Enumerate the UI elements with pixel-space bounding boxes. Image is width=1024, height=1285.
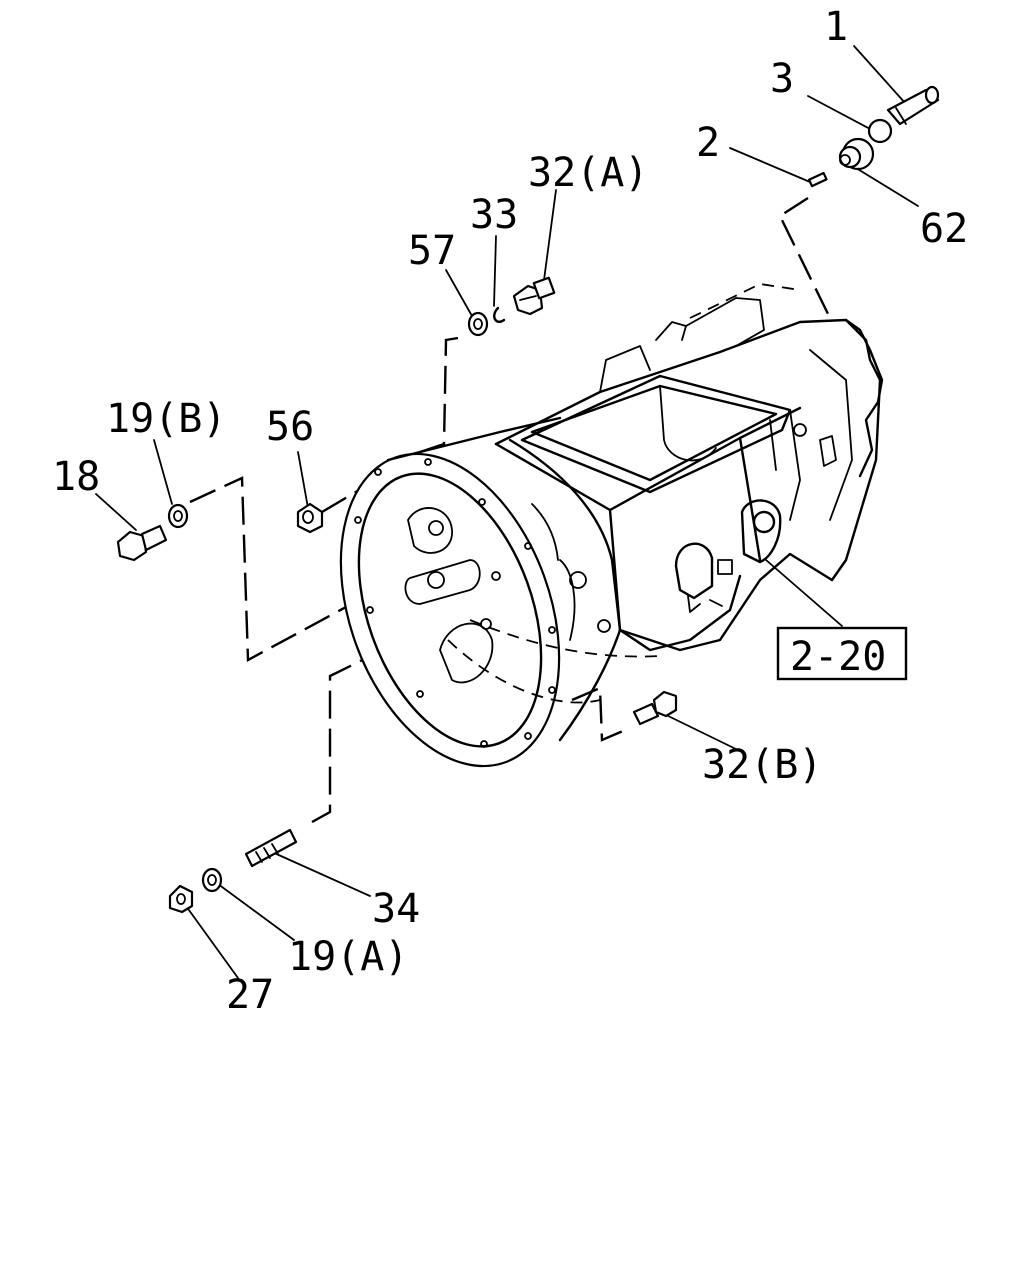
flange-bolt-holes (354, 458, 556, 748)
part-19a-washer[interactable] (201, 867, 223, 893)
part-33-clip[interactable] (493, 306, 506, 323)
part-56-nut[interactable] (296, 502, 324, 534)
part-57-washer[interactable] (467, 311, 489, 337)
part-34-stud[interactable] (244, 828, 298, 868)
callout-19b: 19(B) (106, 396, 226, 442)
callout-32a: 32(A) (528, 150, 648, 196)
callout-62: 62 (920, 206, 968, 252)
part-27-nut[interactable] (168, 884, 194, 914)
callout-2: 2 (696, 120, 720, 166)
part-1-fitting[interactable] (886, 85, 940, 126)
part-62-plug[interactable] (838, 137, 875, 171)
callout-27: 27 (226, 972, 274, 1018)
callout-19a: 19(A) (288, 934, 408, 980)
part-32b-bolt[interactable] (632, 690, 678, 726)
reference-label: 2-20 (790, 634, 886, 680)
bell-housing-flange (339, 452, 561, 768)
transmission-case[interactable] (301, 283, 884, 796)
callout-57: 57 (408, 228, 456, 274)
callout-3: 3 (770, 56, 794, 102)
callout-33: 33 (470, 192, 518, 238)
callout-34: 34 (372, 886, 420, 932)
leader-lines (95, 45, 919, 979)
part-32a-fitting[interactable] (512, 276, 556, 316)
part-2-pin[interactable] (807, 171, 828, 188)
callout-1: 1 (824, 4, 848, 50)
part-19b-washer[interactable] (167, 503, 189, 529)
callout-32b: 32(B) (702, 742, 822, 788)
callout-18: 18 (52, 454, 100, 500)
part-3-cap[interactable] (867, 118, 893, 144)
part-18-bolt[interactable] (116, 524, 168, 562)
reference-box[interactable]: 2-20 (776, 626, 908, 681)
callout-56: 56 (266, 404, 314, 450)
